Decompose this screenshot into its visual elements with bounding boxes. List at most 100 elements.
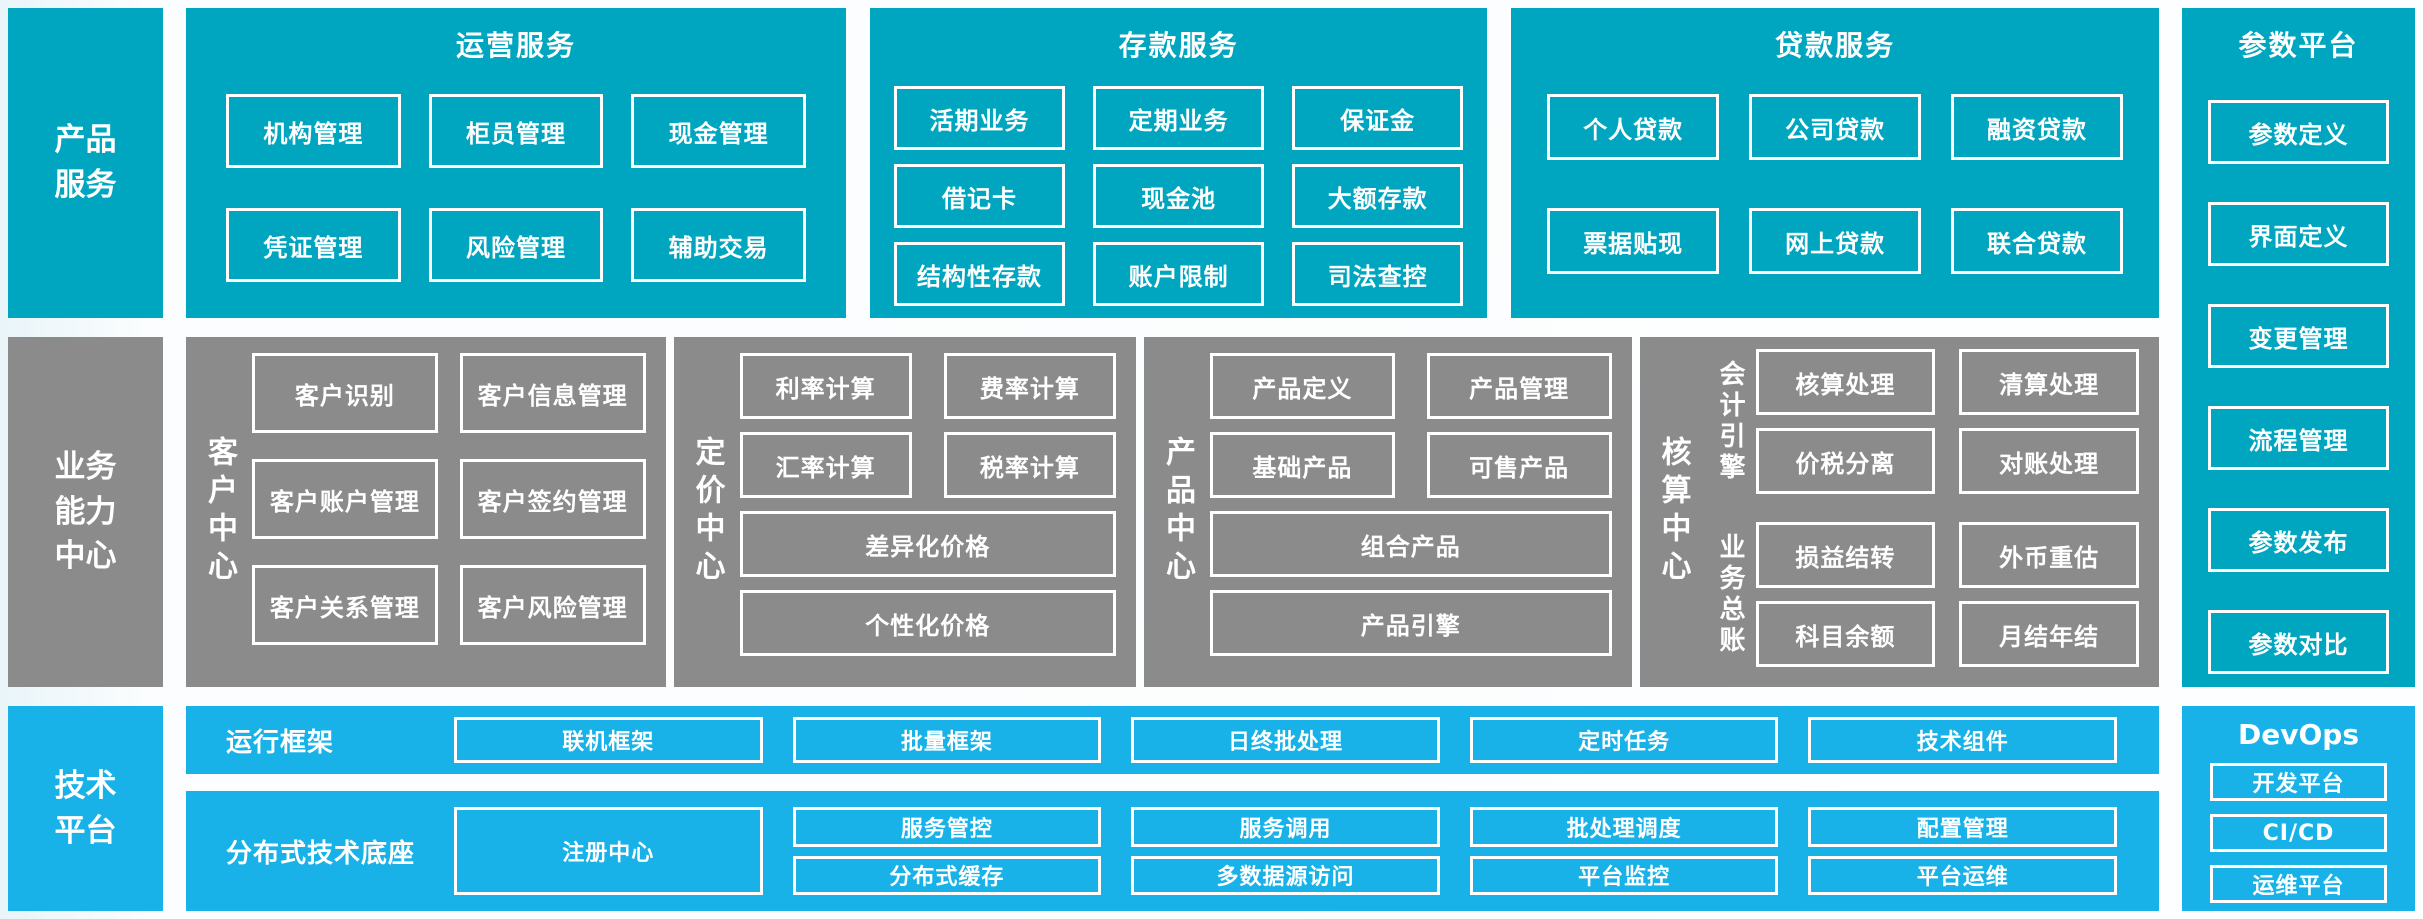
pricing-center-boxes: 利率计算 费率计算 汇率计算 税率计算 差异化价格 个性化价格 xyxy=(739,353,1117,687)
distributed-box: 服务调用 xyxy=(1131,807,1440,847)
operations-box: 风险管理 xyxy=(428,208,604,282)
operations-boxes: 机构管理 柜员管理 现金管理 凭证管理 风险管理 辅助交易 xyxy=(226,94,806,282)
customer-center-section: 客户中心 客户识别 客户信息管理 客户账户管理 客户签约管理 客户关系管理 客户… xyxy=(186,337,666,687)
distributed-box: 批处理调度 xyxy=(1469,807,1779,847)
pricing-box: 个性化价格 xyxy=(739,590,1117,656)
customer-box: 客户关系管理 xyxy=(252,565,438,645)
accounting-engine-label: 会计引擎 xyxy=(1715,359,1746,484)
registry-box: 注册中心 xyxy=(454,807,763,895)
parameter-platform-panel: 参数平台 参数定义 界面定义 变更管理 流程管理 参数发布 参数对比 xyxy=(2182,8,2415,687)
parameter-box: 参数定义 xyxy=(2208,100,2389,164)
customer-box: 客户签约管理 xyxy=(459,459,646,539)
loan-box: 融资贷款 xyxy=(1951,94,2123,160)
deposit-section-title: 存款服务 xyxy=(1118,29,1239,62)
loan-box: 网上贷款 xyxy=(1749,208,1922,274)
ledger-box: 科目余额 xyxy=(1755,601,1936,667)
distributed-box: 平台运维 xyxy=(1808,855,2117,895)
operations-box: 柜员管理 xyxy=(428,94,604,168)
operations-section-title: 运营服务 xyxy=(455,29,576,62)
accounting-center-label: 核算中心 xyxy=(1655,436,1691,588)
deposit-box: 保证金 xyxy=(1292,86,1464,150)
distributed-base-band: 分布式技术底座 注册中心 服务管控 服务调用 批处理调度 配置管理 分布式缓存 … xyxy=(186,791,2159,911)
accounting-engine-group: 会计引擎 核算处理 清算处理 价税分离 对账处理 xyxy=(1706,349,2140,494)
deposit-box: 司法查控 xyxy=(1292,242,1464,306)
business-ledger-group: 业务总账 损益结转 外币重估 科目余额 月结年结 xyxy=(1706,522,2140,667)
accounting-center-content: 会计引擎 核算处理 清算处理 价税分离 对账处理 业务总账 损益结转 外币重估 … xyxy=(1706,349,2140,687)
operations-box: 现金管理 xyxy=(631,94,806,168)
operations-box: 辅助交易 xyxy=(631,208,806,282)
devops-box: 运维平台 xyxy=(2210,865,2387,903)
deposit-box: 活期业务 xyxy=(893,86,1066,150)
deposit-services-section: 存款服务 活期业务 定期业务 保证金 借记卡 现金池 大额存款 结构性存款 账户… xyxy=(869,8,1488,318)
accounting-box: 价税分离 xyxy=(1755,428,1936,494)
distributed-box: 配置管理 xyxy=(1808,807,2117,847)
pricing-box: 利率计算 xyxy=(739,353,912,419)
pricing-box: 差异化价格 xyxy=(739,511,1117,577)
customer-box: 客户识别 xyxy=(252,353,438,433)
accounting-box: 核算处理 xyxy=(1755,349,1936,415)
customer-box: 客户信息管理 xyxy=(459,353,646,433)
runtime-framework-label: 运行框架 xyxy=(226,727,335,758)
product-box: 基础产品 xyxy=(1210,432,1395,498)
parameter-box: 界面定义 xyxy=(2208,202,2389,266)
runtime-box: 批量框架 xyxy=(792,717,1102,763)
product-box: 可售产品 xyxy=(1426,432,1612,498)
parameter-box: 参数发布 xyxy=(2208,508,2389,572)
tech-platform-sidebar: 技术 平台 xyxy=(8,706,163,911)
accounting-engine-boxes: 核算处理 清算处理 价税分离 对账处理 xyxy=(1755,349,2140,494)
parameter-box: 流程管理 xyxy=(2208,406,2389,470)
distributed-box: 多数据源访问 xyxy=(1131,855,1440,895)
loan-box: 公司贷款 xyxy=(1749,94,1922,160)
deposit-box: 账户限制 xyxy=(1093,242,1265,306)
loan-services-section: 贷款服务 个人贷款 公司贷款 融资贷款 票据贴现 网上贷款 联合贷款 xyxy=(1511,8,2159,318)
devops-box: CI/CD xyxy=(2210,814,2387,852)
deposit-box: 现金池 xyxy=(1093,164,1265,228)
runtime-box: 定时任务 xyxy=(1469,717,1779,763)
customer-center-label: 客户中心 xyxy=(202,436,237,588)
loan-box: 联合贷款 xyxy=(1951,208,2123,274)
business-capability-row: 客户中心 客户识别 客户信息管理 客户账户管理 客户签约管理 客户关系管理 客户… xyxy=(186,337,2160,687)
loan-box: 票据贴现 xyxy=(1547,208,1720,274)
parameter-box: 变更管理 xyxy=(2208,304,2389,368)
loan-section-title: 贷款服务 xyxy=(1775,29,1896,62)
product-center-section: 产品中心 产品定义 产品管理 基础产品 可售产品 组合产品 产品引擎 xyxy=(1144,337,1632,687)
deposit-box: 结构性存款 xyxy=(893,242,1066,306)
distributed-box: 分布式缓存 xyxy=(792,855,1102,895)
runtime-box: 联机框架 xyxy=(454,717,763,763)
loan-box: 个人贷款 xyxy=(1547,94,1720,160)
product-center-boxes: 产品定义 产品管理 基础产品 可售产品 组合产品 产品引擎 xyxy=(1210,353,1612,687)
devops-panel: DevOps 开发平台 CI/CD 运维平台 xyxy=(2182,706,2415,911)
customer-center-boxes: 客户识别 客户信息管理 客户账户管理 客户签约管理 客户关系管理 客户风险管理 xyxy=(252,353,646,687)
runtime-framework-boxes: 联机框架 批量框架 日终批处理 定时任务 技术组件 xyxy=(454,717,2117,763)
accounting-box: 对账处理 xyxy=(1959,428,2140,494)
product-box: 产品管理 xyxy=(1426,353,1612,419)
deposit-box: 借记卡 xyxy=(893,164,1066,228)
distributed-box: 平台监控 xyxy=(1469,855,1779,895)
operations-box: 凭证管理 xyxy=(226,208,401,282)
ledger-box: 外币重估 xyxy=(1959,522,2140,588)
business-ledger-boxes: 损益结转 外币重估 科目余额 月结年结 xyxy=(1755,522,2140,667)
deposit-box: 大额存款 xyxy=(1292,164,1464,228)
product-services-row: 运营服务 机构管理 柜员管理 现金管理 凭证管理 风险管理 辅助交易 存款服务 … xyxy=(186,8,2159,318)
pricing-box: 汇率计算 xyxy=(739,432,912,498)
product-box: 产品引擎 xyxy=(1210,590,1612,656)
deposit-box: 定期业务 xyxy=(1093,86,1265,150)
ledger-box: 损益结转 xyxy=(1755,522,1936,588)
loan-boxes: 个人贷款 公司贷款 融资贷款 票据贴现 网上贷款 联合贷款 xyxy=(1547,94,2123,274)
deposit-boxes: 活期业务 定期业务 保证金 借记卡 现金池 大额存款 结构性存款 账户限制 司法… xyxy=(893,86,1464,306)
operations-box: 机构管理 xyxy=(226,94,401,168)
pricing-center-section: 定价中心 利率计算 费率计算 汇率计算 税率计算 差异化价格 个性化价格 xyxy=(673,337,1137,687)
operations-services-section: 运营服务 机构管理 柜员管理 现金管理 凭证管理 风险管理 辅助交易 xyxy=(186,8,846,318)
parameter-platform-boxes: 参数定义 界面定义 变更管理 流程管理 参数发布 参数对比 xyxy=(2208,100,2389,674)
pricing-box: 费率计算 xyxy=(943,353,1117,419)
product-box: 组合产品 xyxy=(1210,511,1612,577)
pricing-box: 税率计算 xyxy=(943,432,1117,498)
parameter-platform-title: 参数平台 xyxy=(2238,29,2359,62)
runtime-box: 日终批处理 xyxy=(1131,717,1440,763)
distributed-box: 服务管控 xyxy=(792,807,1102,847)
pricing-center-label: 定价中心 xyxy=(689,436,725,588)
devops-box: 开发平台 xyxy=(2210,763,2387,801)
devops-boxes: 开发平台 CI/CD 运维平台 xyxy=(2210,763,2387,903)
runtime-framework-band: 运行框架 联机框架 批量框架 日终批处理 定时任务 技术组件 xyxy=(186,706,2159,774)
